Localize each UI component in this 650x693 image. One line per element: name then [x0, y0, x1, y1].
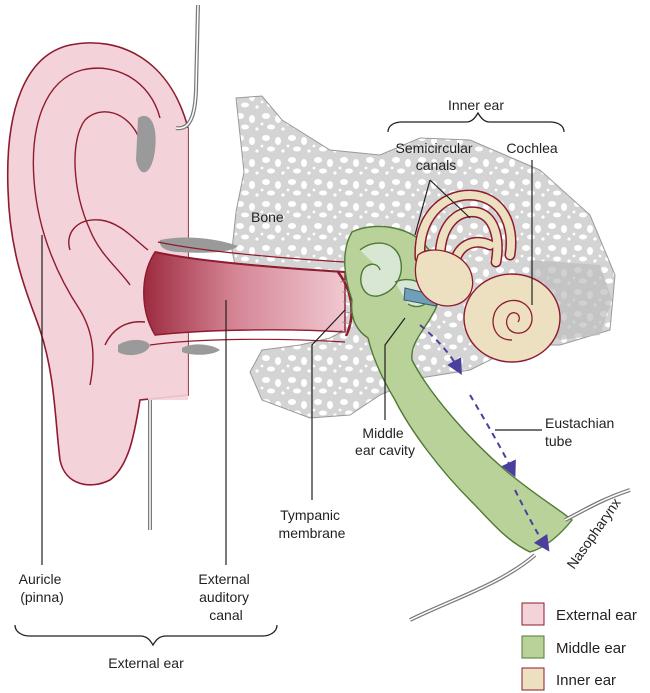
leader-semicircular-1 [414, 179, 431, 236]
legend-swatch-external-ear [521, 602, 545, 626]
external-ear-bracket [14, 624, 278, 647]
nasopharynx-wall-lower-inner [409, 554, 536, 621]
leader-semicircular-2 [429, 179, 471, 219]
eustachian-tube-label: Eustachian tube [545, 415, 618, 449]
inner-ear-group-label: Inner ear [448, 97, 504, 113]
legend-swatch-inner-ear [521, 667, 545, 691]
bone-label: Bone [251, 209, 284, 225]
cartilage-canal-bottom-2 [182, 344, 220, 355]
tragus-fold [104, 321, 146, 346]
semicircular-canals-label: Semicircular canals [396, 140, 477, 173]
legend-item-middle-ear: Middle ear [521, 635, 626, 659]
cartilage-canal-bottom [118, 339, 150, 356]
scalp-line-inner [175, 4, 199, 129]
leader-middle-ear [384, 317, 406, 420]
external-ear-group-label: External ear [108, 655, 184, 671]
concha-fold [68, 219, 149, 251]
helix-fold [32, 67, 161, 386]
auricle-label: Auricle (pinna) [19, 571, 66, 605]
canal-upper-wall [154, 251, 346, 273]
legend-label-middle-ear: Middle ear [556, 640, 626, 657]
legend-item-inner-ear: Inner ear [521, 667, 616, 691]
canal-upper-wall-outer [157, 241, 346, 263]
legend-swatch-middle-ear [521, 635, 545, 659]
nasopharynx-wall-upper-inner [564, 489, 631, 521]
legend-label-external-ear: External ear [556, 607, 637, 624]
cartilage-upper [136, 115, 156, 173]
cochlea-shape [463, 273, 561, 363]
leader-tympanic [311, 309, 346, 500]
middle-ear-region [344, 225, 573, 553]
middle-ear-cavity-label: Middle ear cavity [355, 425, 415, 458]
tympanic-membrane-label: Tympanic membrane [279, 507, 346, 541]
external-auditory-canal-label: External auditory canal [198, 571, 253, 623]
nasopharynx-wall-lower [409, 553, 537, 622]
cartilage-canal-top [159, 237, 238, 253]
canal-lower-wall-outer [149, 338, 346, 346]
air-flow-arrow-2 [469, 394, 516, 478]
antihelix-fold [74, 111, 141, 286]
legend: External ear Middle ear Inner ear [521, 602, 637, 691]
inner-ear-bracket [387, 111, 565, 133]
cochlea-spiral [492, 299, 533, 341]
air-flow-arrow-1 [419, 324, 462, 375]
legend-item-external-ear: External ear [521, 602, 637, 626]
legend-label-inner-ear: Inner ear [556, 672, 616, 689]
tympanic-hatch [339, 279, 354, 334]
cochlea-label: Cochlea [506, 140, 558, 156]
tympanic-membrane-shape [337, 271, 353, 337]
air-flow-arrow-3 [514, 489, 550, 552]
vestibule [414, 249, 474, 307]
